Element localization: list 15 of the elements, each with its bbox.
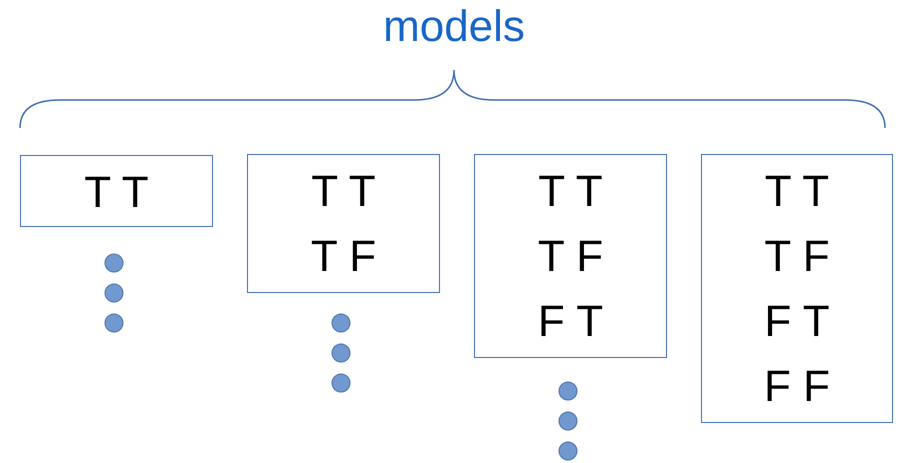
truth-value-row-text: T T bbox=[764, 166, 830, 218]
truth-value-row-text: F T bbox=[536, 296, 604, 348]
truth-value-row-text: T F bbox=[763, 231, 831, 283]
truth-value-row-text: F T bbox=[763, 296, 831, 348]
truth-value-row-text: T T bbox=[83, 167, 150, 219]
truth-value-row-text: F F bbox=[763, 361, 831, 413]
truth-value-row-text: T F bbox=[536, 231, 604, 283]
model-box bbox=[474, 154, 667, 358]
model-box bbox=[20, 155, 213, 227]
truth-value-row-text: T T bbox=[310, 166, 377, 218]
model-box bbox=[247, 154, 440, 293]
truth-value-row-text: T T bbox=[537, 166, 604, 218]
heading: models bbox=[382, 2, 526, 52]
truth-value-row-text: T F bbox=[310, 231, 378, 283]
model-box bbox=[701, 154, 893, 423]
